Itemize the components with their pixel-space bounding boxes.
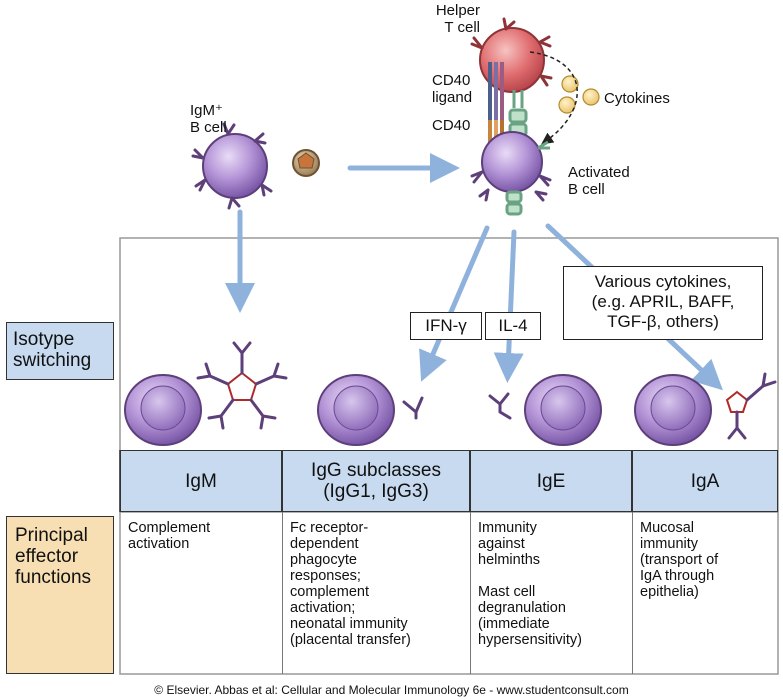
- isotype-iga: IgA: [632, 450, 778, 512]
- cytokine-flow-arrow: [529, 51, 578, 145]
- antigen-icon: [292, 149, 320, 177]
- cd40-ligand-icon: [488, 62, 504, 120]
- function-igg: Fc receptor- dependent phagocyte respons…: [290, 520, 411, 648]
- isotype-igm: IgM: [120, 450, 282, 512]
- cd40-ligand-label: CD40 ligand: [432, 72, 473, 106]
- helper-t-cell-label: Helper T cell: [435, 2, 480, 36]
- il4-box: IL-4: [485, 312, 541, 340]
- isotype-igg: IgG subclasses (IgG1, IgG3): [282, 450, 470, 512]
- effector-panel: [119, 511, 779, 675]
- ige-plasma-cell: [524, 374, 602, 446]
- iga-plasma-cell: [634, 374, 712, 446]
- helper-t-cell: [470, 17, 553, 93]
- isotype-switching-label: Isotype switching: [6, 322, 114, 380]
- copyright-footer: © Elsevier. Abbas et al: Cellular and Mo…: [154, 683, 629, 697]
- igg-plasma-cell: [317, 374, 395, 446]
- ige-antibody-icon: [488, 392, 512, 420]
- igm-plasma-cell: [124, 374, 202, 446]
- igm-b-cell: [191, 122, 273, 210]
- effector-functions-label: Principal effector functions: [6, 516, 114, 674]
- igm-b-cell-label: IgM⁺ B cell: [190, 102, 227, 136]
- ifn-gamma-box: IFN-γ: [410, 312, 482, 340]
- cytokines-label: Cytokines: [604, 90, 670, 107]
- function-ige: Immunity against helminths Mast cell deg…: [478, 520, 582, 648]
- igg-antibody-icon: [402, 396, 424, 420]
- isotype-ige: IgE: [470, 450, 632, 512]
- function-iga: Mucosal immunity (transport of IgA throu…: [640, 520, 719, 600]
- function-divider: [632, 512, 633, 674]
- tcr-mhc-icon: [508, 90, 528, 138]
- cytokine-icons: [558, 75, 600, 114]
- iga-dimer-icon: [725, 372, 777, 440]
- igm-pentamer-icon: [196, 341, 288, 430]
- activated-b-cell: [470, 131, 552, 216]
- function-divider: [470, 512, 471, 674]
- activated-b-cell-label: Activated B cell: [568, 164, 630, 198]
- cd40-label: CD40: [432, 117, 471, 134]
- function-igm: Complement activation: [128, 520, 211, 552]
- various-cytokines-box: Various cytokines, (e.g. APRIL, BAFF, TG…: [563, 266, 763, 340]
- function-divider: [282, 512, 283, 674]
